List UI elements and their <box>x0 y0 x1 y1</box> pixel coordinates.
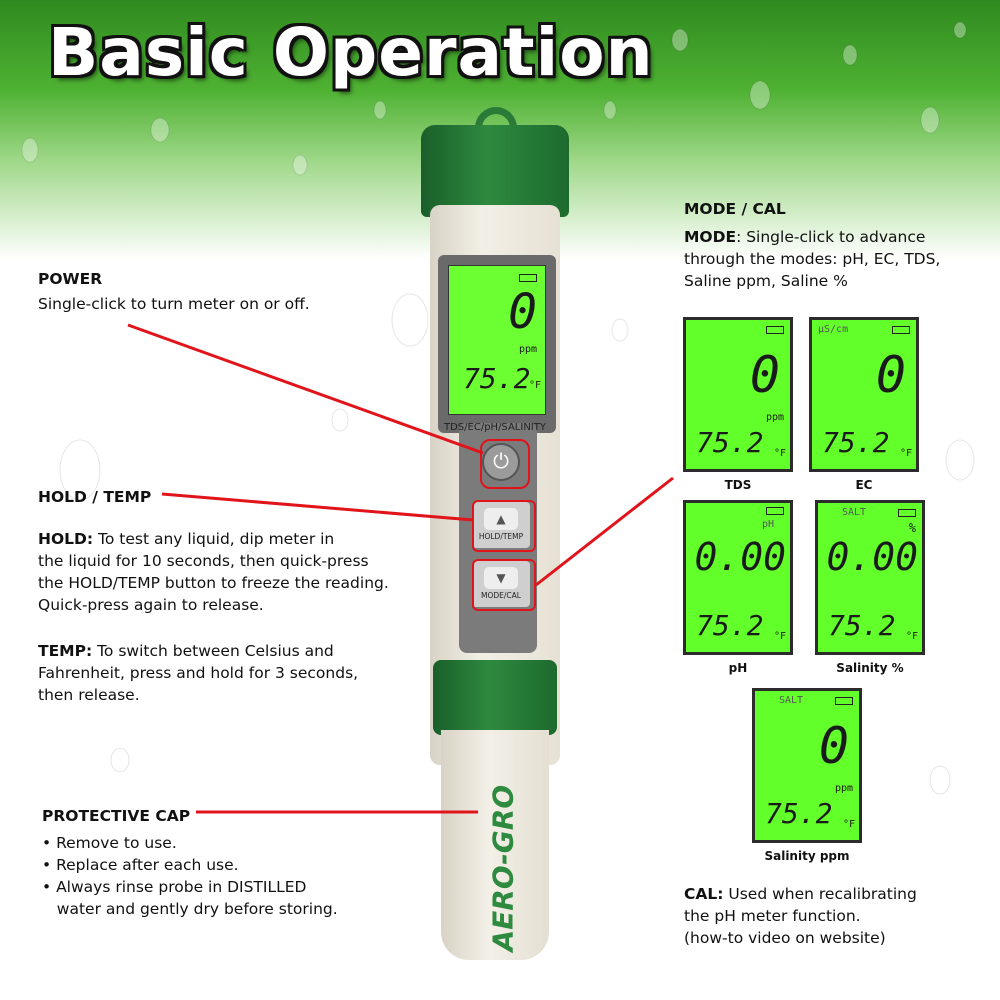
cal-line-2: the pH meter function. <box>684 907 861 925</box>
ph-meter: 0 ppm 75.2 °F TDS/EC/pH/SALINITY ⏻ ▲ HOL… <box>400 105 590 965</box>
cap-bullet-3: • Always rinse probe in DISTILLED <box>42 878 307 896</box>
battery-icon <box>766 507 784 515</box>
hold-line-1: To test any liquid, dip meter in <box>98 530 335 548</box>
battery-icon <box>892 326 910 334</box>
ph-mode-tag: pH <box>762 519 775 530</box>
ec-mode-tag: µS/cm <box>818 324 849 335</box>
hold-temp-highlight <box>472 500 536 552</box>
ec-temp: 75.2 <box>822 426 890 459</box>
cap-bullet-4: water and gently dry before storing. <box>42 900 338 918</box>
up-arrow-icon: ▲ <box>484 508 518 530</box>
lanyard-loop <box>475 107 517 133</box>
main-temp-value: 75.2 <box>463 362 531 395</box>
hold-temp-button[interactable]: ▲ HOLD/TEMP <box>472 502 530 548</box>
salinity-ppm-temp-unit: °F <box>842 819 855 830</box>
protective-cap[interactable] <box>441 730 549 960</box>
salinity-ppm-mode-tag: SALT <box>779 695 804 706</box>
salinity-ppm-caption: Salinity ppm <box>764 849 850 863</box>
cal-description: CAL: Used when recalibrating the pH mete… <box>684 883 984 949</box>
mode-line-3: Saline ppm, Saline % <box>684 272 848 290</box>
salinity-percent-temp-unit: °F <box>905 631 918 642</box>
power-highlight <box>480 439 530 489</box>
ph-temp-unit: °F <box>773 631 786 642</box>
cal-label: CAL: <box>684 885 724 903</box>
salinity-percent-screen: SALT % 0.00 75.2 °F <box>815 500 925 655</box>
mode-cal-button[interactable]: ▼ MODE/CAL <box>472 561 530 607</box>
temp-line-3: then release. <box>38 686 140 704</box>
green-collar <box>433 660 557 735</box>
temp-line-2: Fahrenheit, press and hold for 3 seconds… <box>38 664 359 682</box>
hold-temp-heading: HOLD / TEMP <box>38 488 152 506</box>
power-description: Single-click to turn meter on or off. <box>38 295 310 313</box>
ph-screen: pH 0.00 75.2 °F <box>683 500 793 655</box>
battery-icon <box>519 274 537 282</box>
salinity-percent-unit: % <box>908 521 916 535</box>
cal-line-3: (how-to video on website) <box>684 929 886 947</box>
salinity-ppm-unit: ppm <box>834 783 853 794</box>
down-arrow-icon: ▼ <box>484 567 518 589</box>
hold-temp-button-label: HOLD/TEMP <box>478 532 524 541</box>
power-icon: ⏻ <box>493 449 509 473</box>
temp-description: TEMP: To switch between Celsius and Fahr… <box>38 640 398 706</box>
salinity-ppm-temp: 75.2 <box>765 797 833 830</box>
power-button[interactable]: ⏻ <box>482 443 520 481</box>
ph-caption: pH <box>728 661 748 675</box>
mode-cal-heading: MODE / CAL <box>684 200 786 218</box>
tds-temp-unit: °F <box>773 448 786 459</box>
temp-label: TEMP: <box>38 642 93 660</box>
cap-bullet-2: • Replace after each use. <box>42 856 239 874</box>
salinity-percent-mode-tag: SALT <box>842 507 867 518</box>
mode-cal-highlight <box>472 559 536 611</box>
salinity-percent-caption: Salinity % <box>836 661 904 675</box>
model-label: TDS/EC/pH/SALINITY <box>444 422 546 433</box>
main-temp-unit: °F <box>528 380 541 391</box>
page-title: Basic Operation <box>48 14 654 91</box>
battery-icon <box>766 326 784 334</box>
hold-line-4: Quick-press again to release. <box>38 596 264 614</box>
cap-bullet-1: • Remove to use. <box>42 834 177 852</box>
ec-value: 0 <box>875 346 906 404</box>
top-cap <box>421 125 569 217</box>
salinity-ppm-screen: SALT 0 ppm 75.2 °F <box>752 688 862 843</box>
mode-line-2: through the modes: pH, EC, TDS, <box>684 250 941 268</box>
ec-temp-unit: °F <box>899 448 912 459</box>
tds-temp: 75.2 <box>696 426 764 459</box>
battery-icon <box>898 509 916 517</box>
mode-cal-button-label: MODE/CAL <box>481 591 521 600</box>
temp-line-1: To switch between Celsius and <box>97 642 334 660</box>
tds-screen: 0 ppm 75.2 °F <box>683 317 793 472</box>
tds-unit: ppm <box>765 412 784 423</box>
tds-caption: TDS <box>724 478 752 492</box>
tds-value: 0 <box>749 346 780 404</box>
ph-value: 0.00 <box>694 535 786 579</box>
mode-line-1: : Single-click to advance <box>736 228 926 246</box>
battery-icon <box>835 697 853 705</box>
ec-caption: EC <box>855 478 873 492</box>
hold-line-3: the HOLD/TEMP button to freeze the readi… <box>38 574 389 592</box>
main-reading-value: 0 <box>508 284 537 340</box>
cal-line-1: Used when recalibrating <box>723 885 917 903</box>
salinity-percent-value: 0.00 <box>826 535 918 579</box>
main-lcd-display: 0 ppm 75.2 °F <box>448 265 546 415</box>
ph-temp: 75.2 <box>696 609 764 642</box>
mode-label: MODE <box>684 228 737 246</box>
salinity-percent-temp: 75.2 <box>828 609 896 642</box>
main-reading-unit: ppm <box>518 344 537 355</box>
hold-description: HOLD: To test any liquid, dip meter in t… <box>38 528 398 616</box>
power-heading: POWER <box>38 270 103 288</box>
salinity-ppm-value: 0 <box>818 717 849 775</box>
ec-screen: µS/cm 0 75.2 °F <box>809 317 919 472</box>
cap-heading: PROTECTIVE CAP <box>42 807 191 825</box>
mode-description: MODE: Single-click to advance through th… <box>684 226 984 292</box>
hold-label: HOLD: <box>38 530 94 548</box>
hold-line-2: the liquid for 10 seconds, then quick-pr… <box>38 552 369 570</box>
cap-bullets: • Remove to use. • Replace after each us… <box>42 832 338 920</box>
